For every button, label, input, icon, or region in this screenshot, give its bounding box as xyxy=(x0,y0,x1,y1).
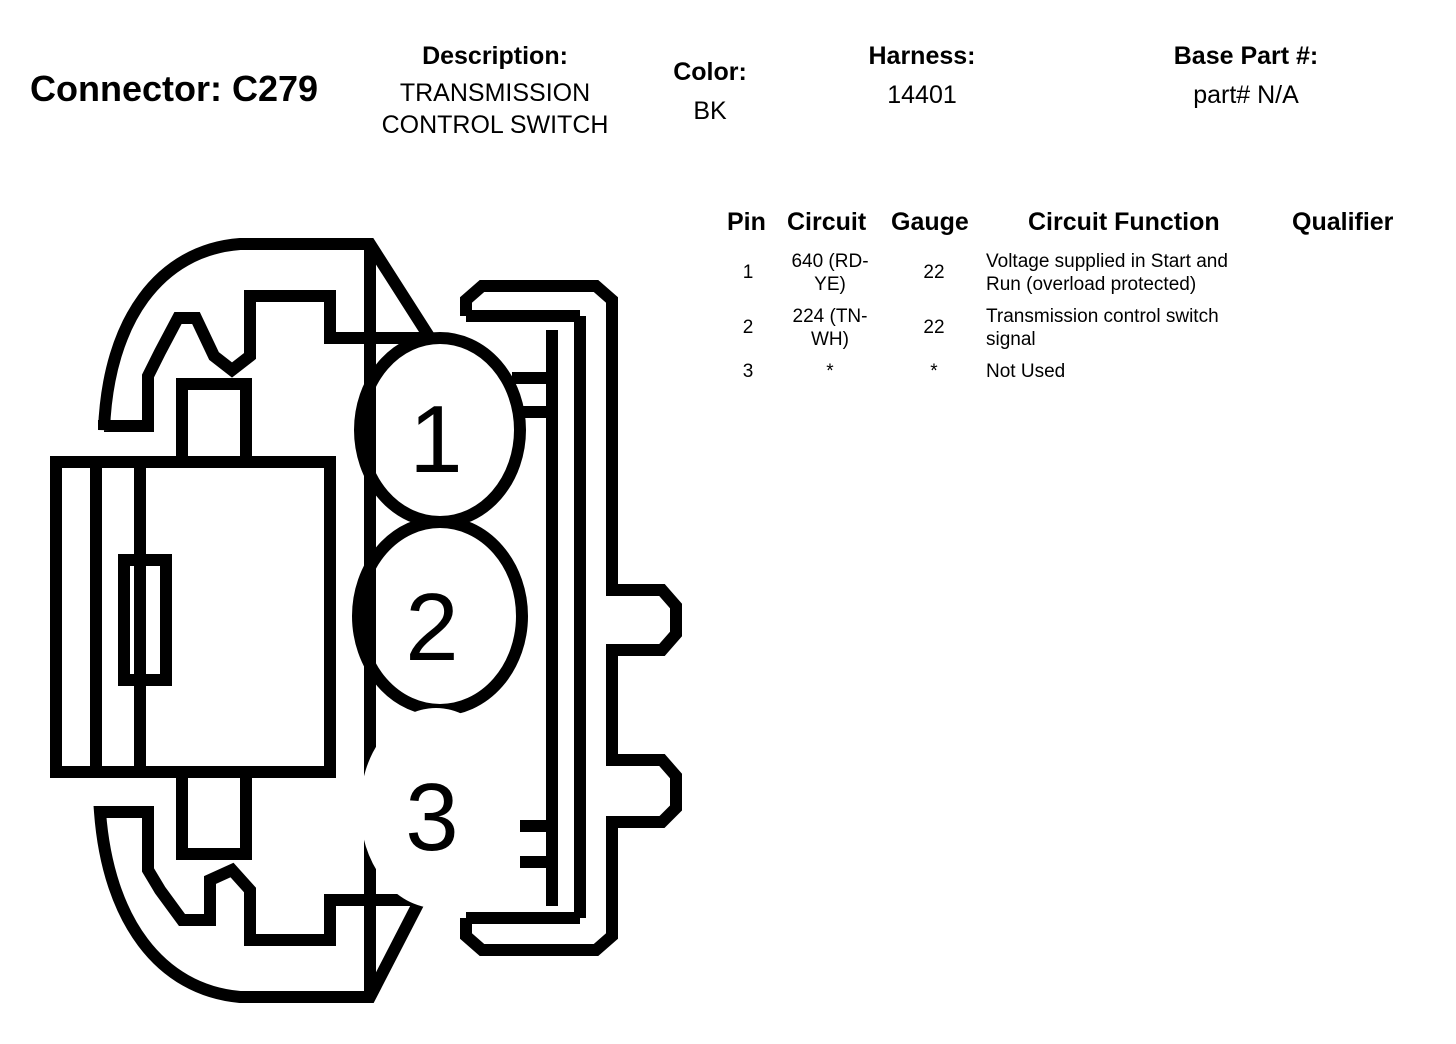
connector-latch xyxy=(118,554,172,686)
column-header-pin: Pin xyxy=(727,208,766,236)
base-part-label: Base Part #: xyxy=(1173,42,1319,70)
column-header-function: Circuit Function xyxy=(1028,208,1220,236)
function-cell-line2: Run (overload protected) xyxy=(986,274,1197,295)
base-part-block: Base Part #: part# N/A xyxy=(1126,42,1366,110)
pin-cavity-3 xyxy=(360,708,512,908)
description-label: Description: xyxy=(422,42,568,70)
harness-label: Harness: xyxy=(868,42,976,70)
connector-upper-tab xyxy=(176,378,252,468)
circuit-cell-line2: YE) xyxy=(814,274,846,295)
gauge-cell: 22 xyxy=(923,262,945,283)
gauge-cell: 22 xyxy=(923,317,945,338)
function-cell-line1: Voltage supplied in Start and xyxy=(986,251,1228,272)
column-header-qualifier: Qualifier xyxy=(1292,208,1394,236)
pin-label-2: 2 xyxy=(405,574,458,681)
color-label: Color: xyxy=(673,58,747,86)
color-value: BK xyxy=(693,97,727,125)
pin-cell: 2 xyxy=(742,317,754,338)
column-header-gauge: Gauge xyxy=(891,208,969,236)
connector-right-rail xyxy=(460,280,682,956)
function-cell-line1: Transmission control switch xyxy=(986,306,1219,327)
pin-cell: 3 xyxy=(742,361,754,382)
description-block: Description: TRANSMISSION CONTROL SWITCH xyxy=(350,42,640,141)
description-value-line1: TRANSMISSION xyxy=(399,79,591,107)
circuit-cell-line1: 640 (RD- xyxy=(791,251,869,272)
pin-label-1: 1 xyxy=(409,386,462,493)
connector-lower-tab xyxy=(176,766,252,860)
pin-label-3: 3 xyxy=(405,764,458,871)
function-cell-line2: signal xyxy=(986,329,1036,350)
gauge-cell: * xyxy=(930,361,938,382)
circuit-cell-line2: WH) xyxy=(811,329,849,350)
function-cell-line1: Not Used xyxy=(986,361,1066,382)
circuit-cell-line1: * xyxy=(826,361,834,382)
harness-block: Harness: 14401 xyxy=(842,42,1002,110)
harness-value: 14401 xyxy=(887,81,957,109)
base-part-value: part# N/A xyxy=(1193,81,1299,109)
connector-outer-shell xyxy=(98,238,430,432)
column-header-circuit: Circuit xyxy=(787,208,867,236)
connector-outer-shell-bottom xyxy=(93,806,420,1003)
pin-cell: 1 xyxy=(742,262,754,283)
description-value-line2: CONTROL SWITCH xyxy=(381,111,609,139)
circuit-cell-line1: 224 (TN- xyxy=(792,306,868,327)
color-block: Color: BK xyxy=(650,58,770,126)
connector-title: Connector: C279 xyxy=(30,68,319,109)
